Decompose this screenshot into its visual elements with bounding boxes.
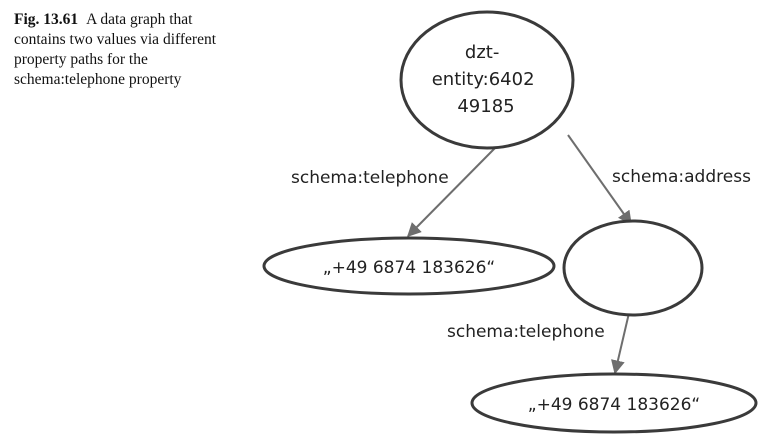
phone-literal-2-label: „+49 6874 183626“ <box>528 395 700 415</box>
entity-node-ellipse <box>399 10 575 150</box>
figure-number: Fig. 13.61 <box>14 11 79 28</box>
edge-label-blank-telephone: schema:telephone <box>447 322 605 342</box>
entity-node-label-line-3: 49185 <box>457 96 514 117</box>
phone-literal-1-ellipse <box>262 236 556 296</box>
edge-entity-telephone <box>407 146 497 237</box>
phone-literal-node-2: „+49 6874 183626“ <box>470 372 758 434</box>
edge-label-entity-telephone: schema:telephone <box>291 168 449 188</box>
edge-label-entity-address: schema:address <box>612 167 751 187</box>
edge-entity-address <box>567 134 632 226</box>
phone-literal-1-label: „+49 6874 183626“ <box>323 258 495 278</box>
entity-node-label-line-1: dzt- <box>465 42 499 63</box>
blank-node <box>562 219 704 317</box>
entity-node-label-line-2: entity:6402 <box>432 69 535 90</box>
figure-caption-text: A data graph that contains two values vi… <box>14 11 217 88</box>
entity-node: dzt- entity:6402 49185 <box>399 10 575 150</box>
phone-literal-2-ellipse <box>470 372 758 434</box>
entity-node-label: dzt- entity:6402 49185 <box>432 42 541 117</box>
blank-node-ellipse <box>562 219 704 317</box>
edge-blank-telephone <box>611 312 630 375</box>
phone-literal-node-1: „+49 6874 183626“ <box>262 236 556 296</box>
